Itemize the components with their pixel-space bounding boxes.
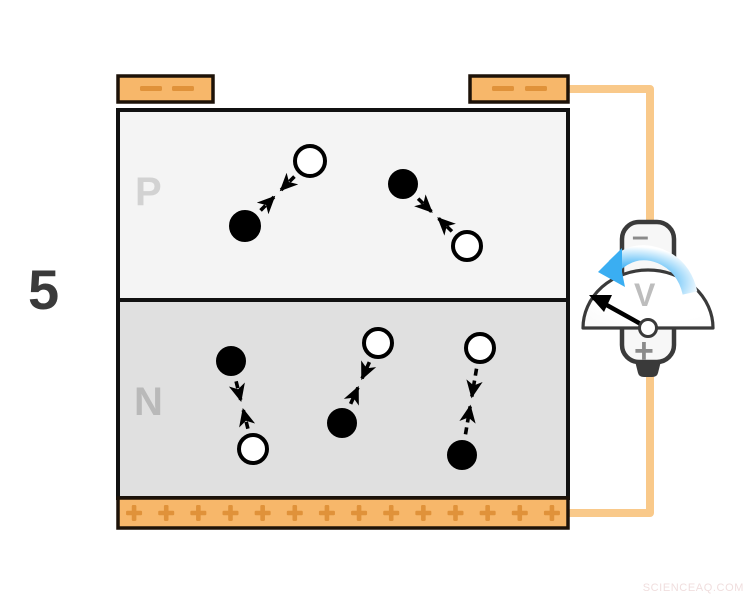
wire-top-segment [556,85,654,242]
plus-sign-icon [126,505,143,521]
motion-arrow [459,404,476,435]
semiconductor-slab [116,108,570,500]
top-right-contact[interactable] [468,74,570,104]
bottom-contact[interactable] [116,496,570,530]
plus-sign-icon [351,505,368,521]
plus-sign-icon [318,505,335,521]
recombination-pair [229,144,327,242]
watermark: SCIENCEAQ.COM [642,582,744,594]
plus-sign-row [126,505,560,521]
plus-sign-icon [190,505,207,521]
hole-particle [464,332,496,364]
hole-particle [237,433,269,465]
n-region-label: N [134,380,163,424]
step-number: 5 [28,258,59,321]
hole-particle [362,327,394,359]
wire-bottom-segment [556,361,654,517]
circuit-wire [556,85,654,517]
electron-particle [216,346,246,376]
electron-particle [447,440,477,470]
hole-particle [293,144,327,178]
recombination-pair [216,346,269,465]
sweep-arrow-icon [598,245,698,295]
motion-arrow [437,217,456,236]
plus-sign-icon [222,505,239,521]
minus-sign-icon [492,86,514,91]
meter-minus-terminal-label: – [632,220,649,253]
motion-arrow [414,194,433,213]
recombination-pair [327,327,394,438]
electron-particle [388,169,418,199]
p-region-label: P [135,170,162,214]
motion-arrow [228,380,245,402]
electron-particle [229,210,261,242]
plus-sign-icon [415,505,432,521]
motion-arrow [239,408,256,430]
minus-sign-icon [172,86,194,91]
meter-needle-tip [589,295,612,312]
plus-sign-icon [543,505,560,521]
minus-sign-icon [525,86,547,91]
minus-sign-icon [140,86,162,91]
plus-sign-icon [511,505,528,521]
plus-sign-icon [158,505,175,521]
recombination-pair [447,332,496,470]
plus-sign-icon [383,505,400,521]
top-left-contact[interactable] [116,74,215,104]
bottom-contact-plate[interactable] [116,496,570,530]
meter-dial-letter: V [634,277,656,313]
p-region-body [118,110,568,300]
plus-sign-icon [447,505,464,521]
motion-arrow [256,195,276,215]
meter-plus-terminal-label: + [634,332,654,370]
top-left-contact-plate[interactable] [116,74,215,104]
plus-sign-icon [479,505,496,521]
meter-pivot [638,318,658,338]
n-region-body [118,300,568,498]
plus-sign-icon [286,505,303,521]
electron-particle [327,408,357,438]
recombination-pair [388,169,483,262]
motion-arrow [360,360,377,381]
motion-arrow [343,385,360,406]
hole-particle [451,230,483,262]
plus-sign-icon [254,505,271,521]
motion-arrow [466,368,483,399]
motion-arrow [279,172,299,192]
carrier-layer [216,144,496,470]
voltmeter-body[interactable] [581,219,715,377]
top-right-contact-plate[interactable] [468,74,570,104]
